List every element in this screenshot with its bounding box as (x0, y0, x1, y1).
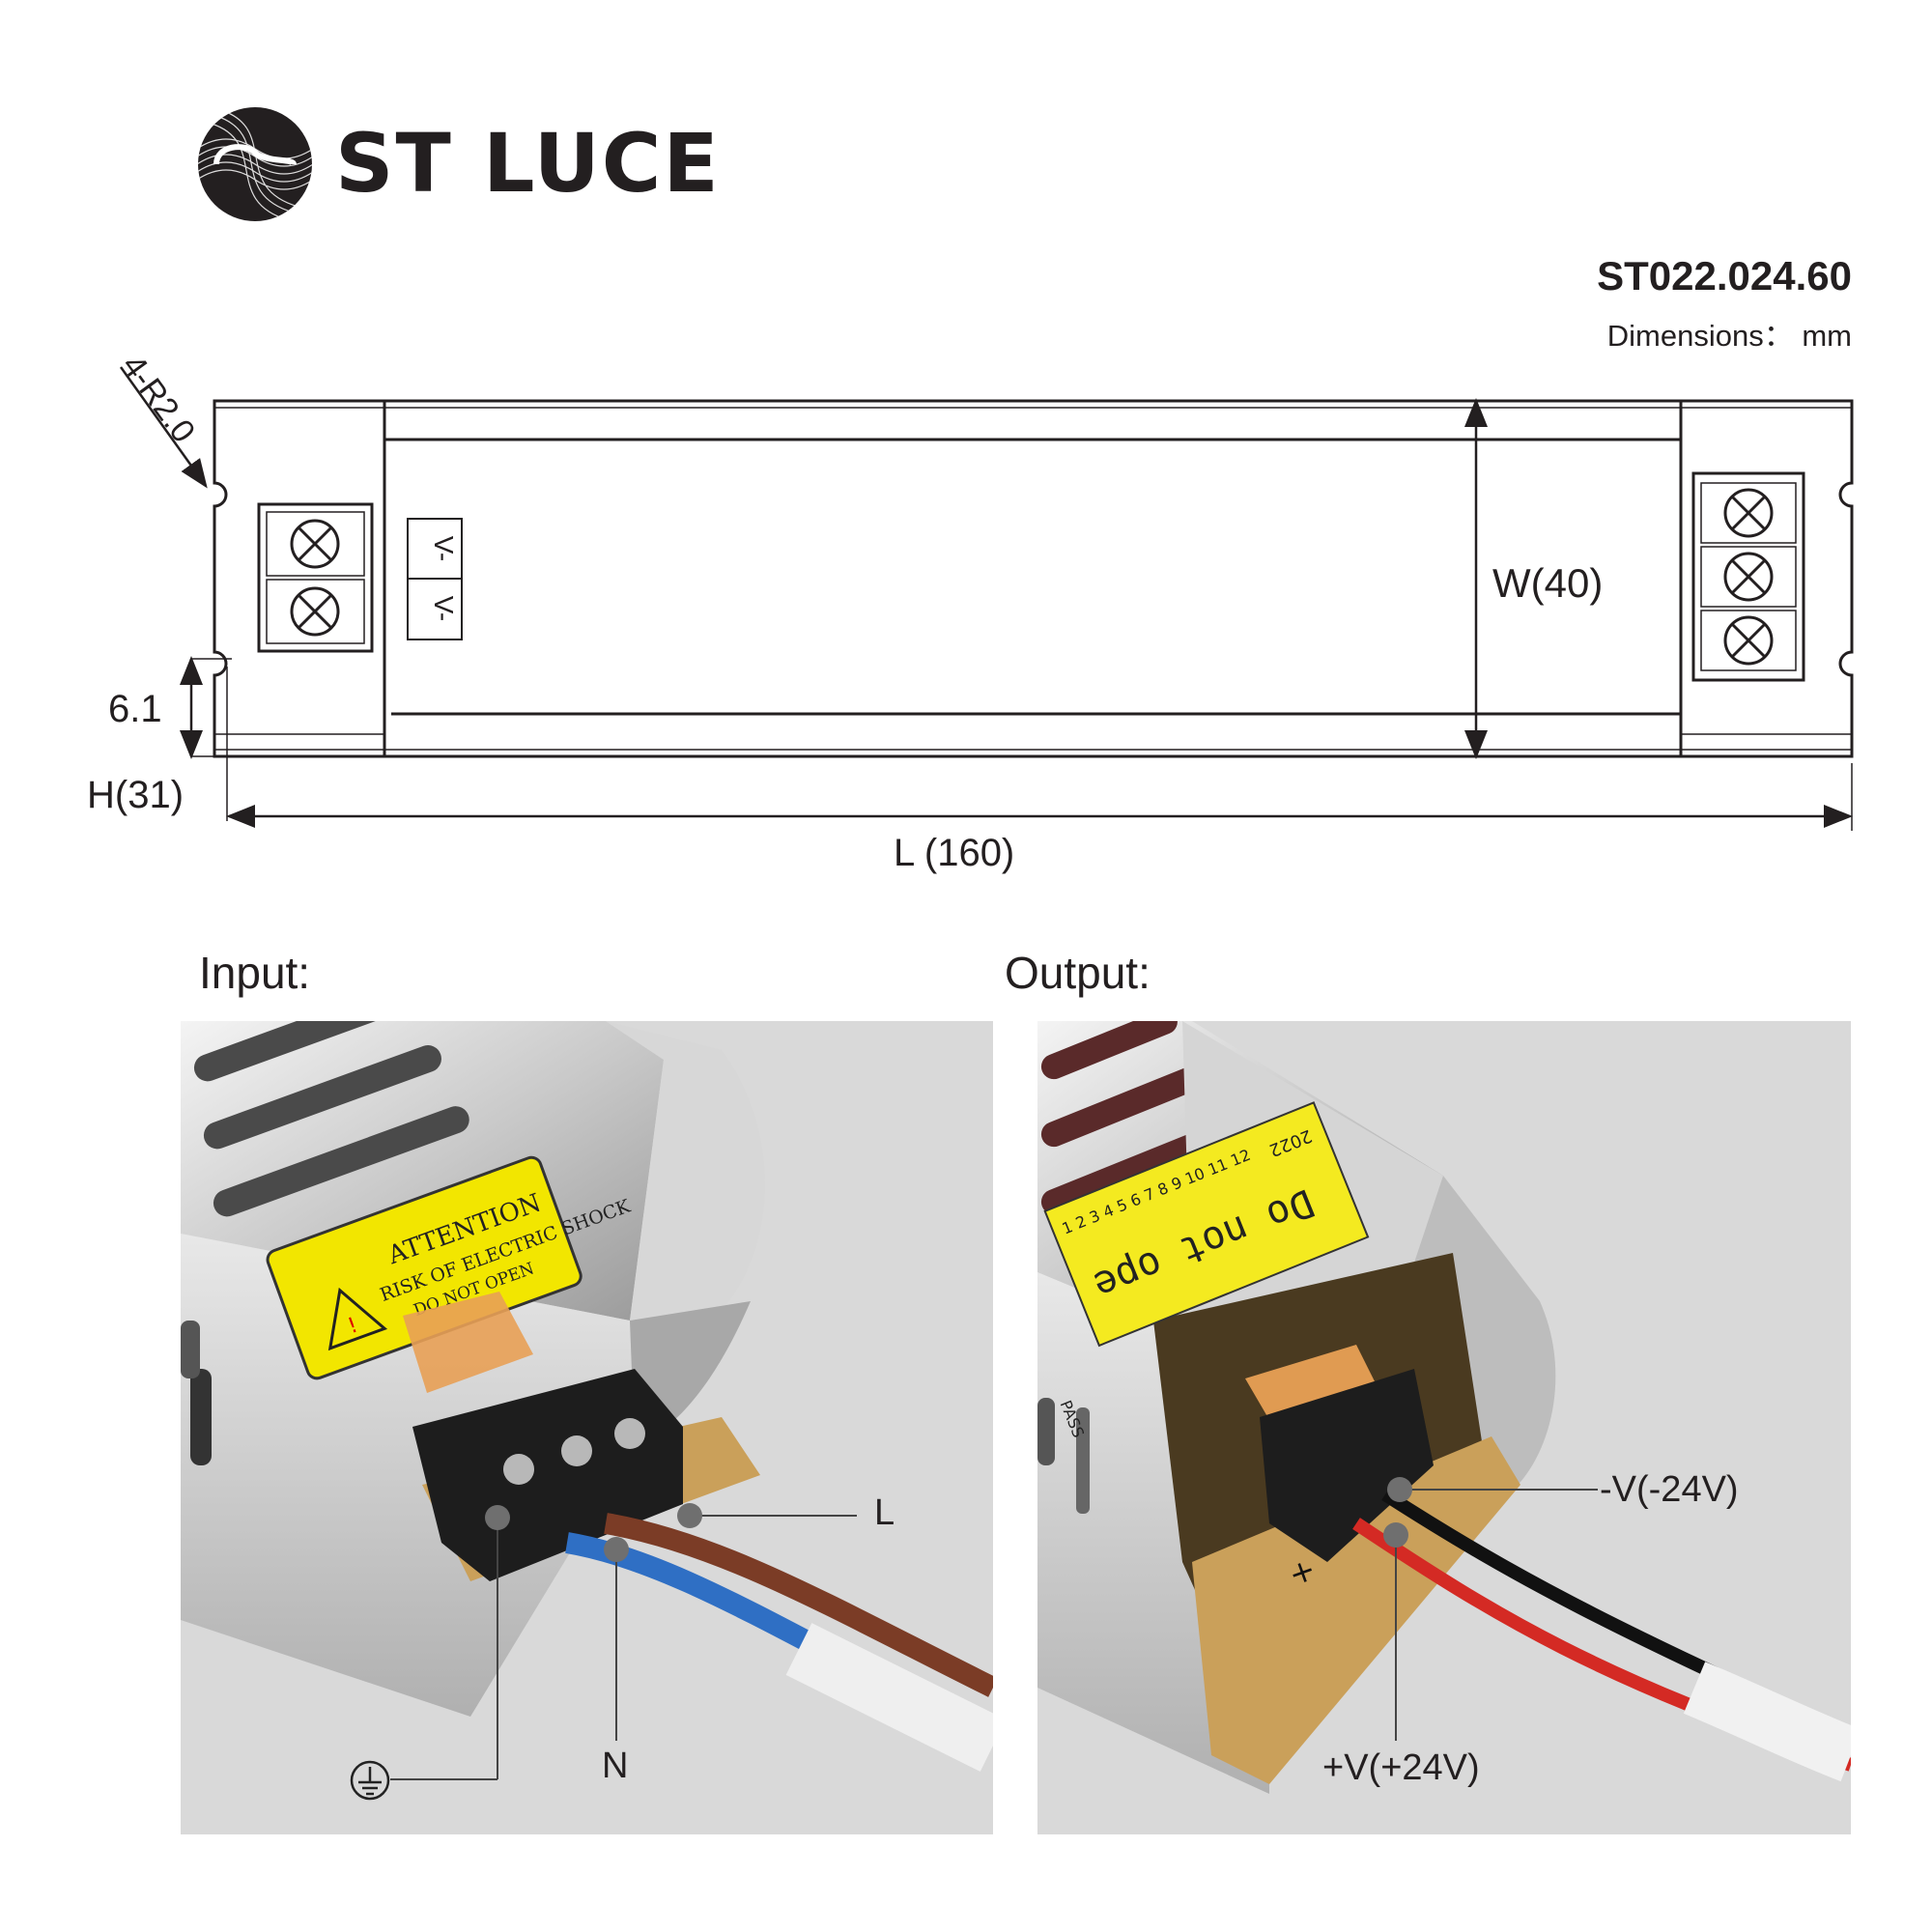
output-wiring-illustration: Do not ope 2022 1 2 3 4 5 6 7 8 9 10 11 … (1037, 1021, 1851, 1794)
negative-output-label: -V(-24V) (1600, 1469, 1739, 1510)
live-label: L (874, 1492, 895, 1533)
dimension-units: Dimensions： mm (1606, 319, 1852, 353)
terminal-mark-label: V- (429, 536, 459, 561)
st-luce-logo-icon (198, 107, 312, 221)
width-label: W(40) (1492, 560, 1603, 606)
dimension-drawing: 4-R2.0 V- V- W(40) 6.1 H(31) L (160) (87, 348, 1854, 874)
input-title: Input: (199, 948, 311, 998)
screw-icon (1723, 552, 1774, 602)
screw-icon (290, 586, 340, 637)
ground-symbol-icon (350, 1760, 390, 1801)
radius-leader (119, 366, 208, 489)
housing-outline (213, 399, 1854, 758)
terminal-screws (290, 488, 1774, 666)
corner-radius-label: 4-R2.0 (115, 348, 203, 449)
positive-output-label: +V(+24V) (1322, 1747, 1480, 1788)
height-label: H(31) (87, 774, 184, 816)
input-photo: ! ATTENTION RISK OF ELECTRIC SHOCK DO NO… (181, 1021, 993, 1834)
length-label: L (160) (894, 832, 1014, 874)
slot-height-label: 6.1 (108, 688, 162, 730)
brand-name: ST LUCE (335, 116, 721, 211)
output-title: Output: (1005, 948, 1151, 998)
terminal-mark-label: V- (429, 596, 459, 621)
screw-icon (1723, 488, 1774, 538)
model-number: ST022.024.60 (1597, 253, 1852, 298)
neutral-label: N (602, 1746, 629, 1786)
input-wiring-illustration: ! ATTENTION RISK OF ELECTRIC SHOCK DO NO… (181, 1021, 993, 1801)
screw-icon (290, 519, 340, 569)
output-photo: Do not ope 2022 1 2 3 4 5 6 7 8 9 10 11 … (1037, 1021, 1851, 1834)
screw-icon (1723, 615, 1774, 666)
